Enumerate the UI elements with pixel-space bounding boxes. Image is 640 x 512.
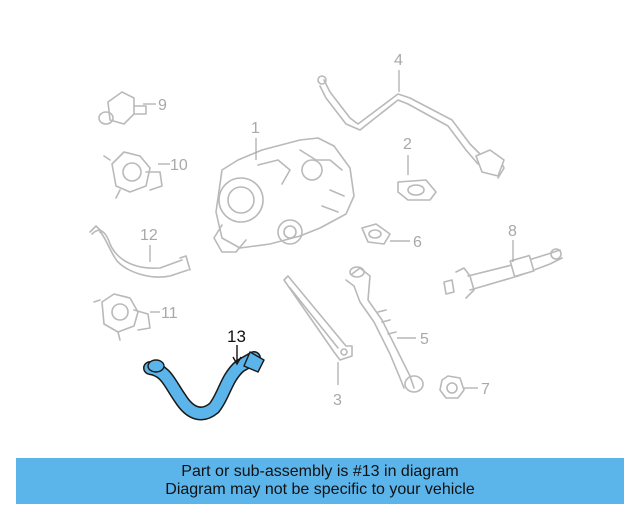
part-7-gasket[interactable] [439,375,465,399]
part-1-turbocharger[interactable] [213,137,355,253]
callout-5: 5 [420,331,429,348]
part-12-hose[interactable] [89,225,191,278]
callout-10: 10 [170,157,188,174]
part-3-bracket[interactable] [283,275,353,361]
part-2-gasket[interactable] [397,179,437,201]
callout-12: 12 [140,227,158,244]
part-6-gasket[interactable] [361,223,391,245]
callout-2: 2 [403,136,412,153]
banner-line-2: Diagram may not be specific to your vehi… [165,481,475,498]
callout-1: 1 [251,120,260,137]
parts-diagram: 1 2 3 4 5 6 7 [89,52,563,421]
callout-11: 11 [161,305,178,322]
callout-8: 8 [508,223,517,240]
callout-3: 3 [333,392,342,409]
part-4-oil-line[interactable] [317,75,505,179]
part-5-pipe[interactable] [345,266,424,393]
callout-9: 9 [158,97,167,114]
callout-13: 13 [227,327,246,346]
info-banner: Part or sub-assembly is #13 in diagram D… [16,458,624,504]
callout-4: 4 [394,52,403,69]
callout-7: 7 [481,381,490,398]
part-13-hose-highlighted[interactable] [143,351,265,421]
part-9-valve[interactable] [98,91,147,125]
part-8-hose-assembly[interactable] [443,248,563,299]
part-10-solenoid-valve[interactable] [103,151,163,199]
banner-line-1: Part or sub-assembly is #13 in diagram [181,463,459,480]
callout-6: 6 [413,234,422,251]
part-11-valve[interactable] [93,293,151,341]
